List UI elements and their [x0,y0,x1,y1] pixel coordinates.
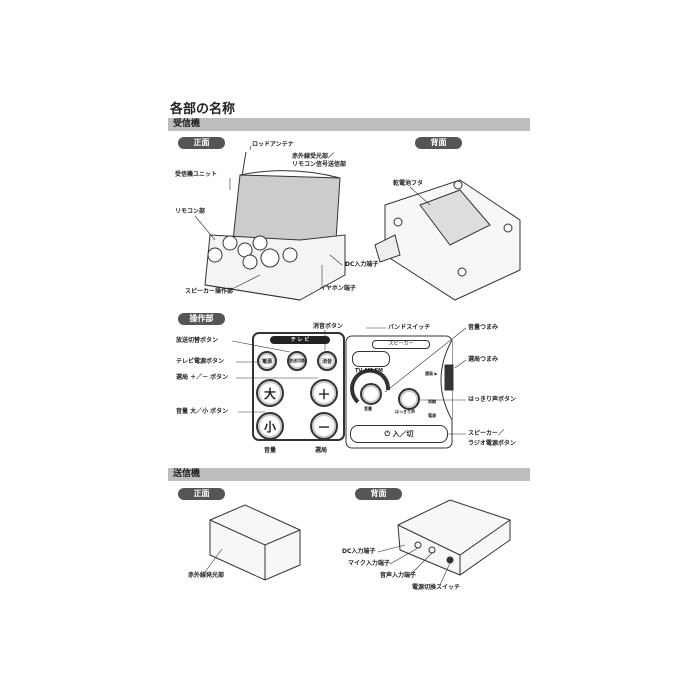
transmitter-front-tab: 正面 [178,488,225,500]
volume-knob[interactable] [360,383,382,405]
label-band-switch: バンドスイッチ [388,324,431,331]
tv-power-button[interactable]: 電源 [257,351,277,371]
label-channel-under: 選局 [315,447,328,454]
receiver-front-tab: 正面 [178,137,225,149]
power-button-label: 入／切 [392,430,414,438]
band-labels: TV AM FM [355,368,383,374]
page-title: 各部の名称 [170,102,236,117]
speaker-header: スピーカー [372,340,430,349]
volume-down-button[interactable]: 小 [256,412,284,440]
label-receiver-unit: 受信機ユニット [175,171,218,178]
controls-tab: 操作部 [178,313,225,325]
label-mic-input: マイク入力端子 [348,560,390,567]
channel-up-button[interactable]: ＋ [310,379,338,407]
label-power-switch: 電源切換スイッチ [412,584,461,591]
label-battery-cover: 乾電池フタ [393,180,424,187]
section-receiver: 受信機 [168,118,530,131]
label-dc-input: DC入力端子 [345,261,379,268]
label-rod-antenna: ロッドアンテナ [252,141,294,148]
label-volume-under: 音量 [264,447,277,454]
receiver-back-tab: 背面 [415,137,462,149]
mute-button[interactable]: 消音 [317,351,337,371]
transmitter-front-illustration [204,504,301,581]
power-led-label: 電源 [428,413,436,418]
tv-header: テ レ ビ [270,336,330,344]
clear-voice-button[interactable] [398,388,420,410]
receiver-back-illustration [374,179,521,301]
section-transmitter: 送信機 [168,468,530,481]
label-broadcast-switch: 放送切替ボタン [176,337,219,344]
channel-down-button[interactable]: － [310,412,338,440]
label-remote-part: リモコン部 [175,208,206,215]
label-volume-button: 音量 大／小 ボタン [176,408,229,415]
volume-scale-label: 音量 [364,406,372,411]
tuning-led-label: 同調 [428,399,436,404]
label-channel-button: 選局 ＋／－ ボタン [176,374,229,381]
label-remote-signal: リモコン信号送信部 [292,161,347,168]
label-audio-input: 音声入力端子 [380,572,417,579]
volume-up-button[interactable]: 大 [256,379,284,407]
label-clear-voice: はっきり声ボタン [468,396,517,403]
label-tuning-knob: 選局つまみ [468,356,499,363]
label-mute: 消音ボタン [313,323,344,330]
label-volume-knob: 音量つまみ [468,324,499,331]
clear-voice-text: はっきり声 [395,409,415,414]
broadcast-switch-button[interactable]: 放送切換 [287,351,307,371]
transmitter-back-tab: 背面 [355,488,402,500]
label-radio-power: ラジオ電源ボタン [468,440,516,447]
receiver-front-illustration [204,151,346,301]
band-switch[interactable] [352,351,390,367]
tuning-mark: 選局 ▶ [425,371,438,376]
speaker-power-button[interactable]: ⏻ 入／切 [350,425,448,443]
power-icon: ⏻ [384,430,393,438]
label-ir-receiver: 赤外線受光部／ [292,153,335,160]
label-earphone: イヤホン端子 [320,285,356,292]
tuning-knob [444,364,454,391]
transmitter-back-illustration [377,499,511,586]
label-tx-dc-input: DC入力端子 [342,548,376,555]
label-tv-power: テレビ電源ボタン [176,358,225,365]
label-ir-emitter: 赤外線発光部 [188,572,225,579]
label-speaker-power: スピーカー／ [468,430,505,437]
label-speaker-ops: スピーカー操作部 [185,288,234,295]
volume-arc [350,368,391,404]
